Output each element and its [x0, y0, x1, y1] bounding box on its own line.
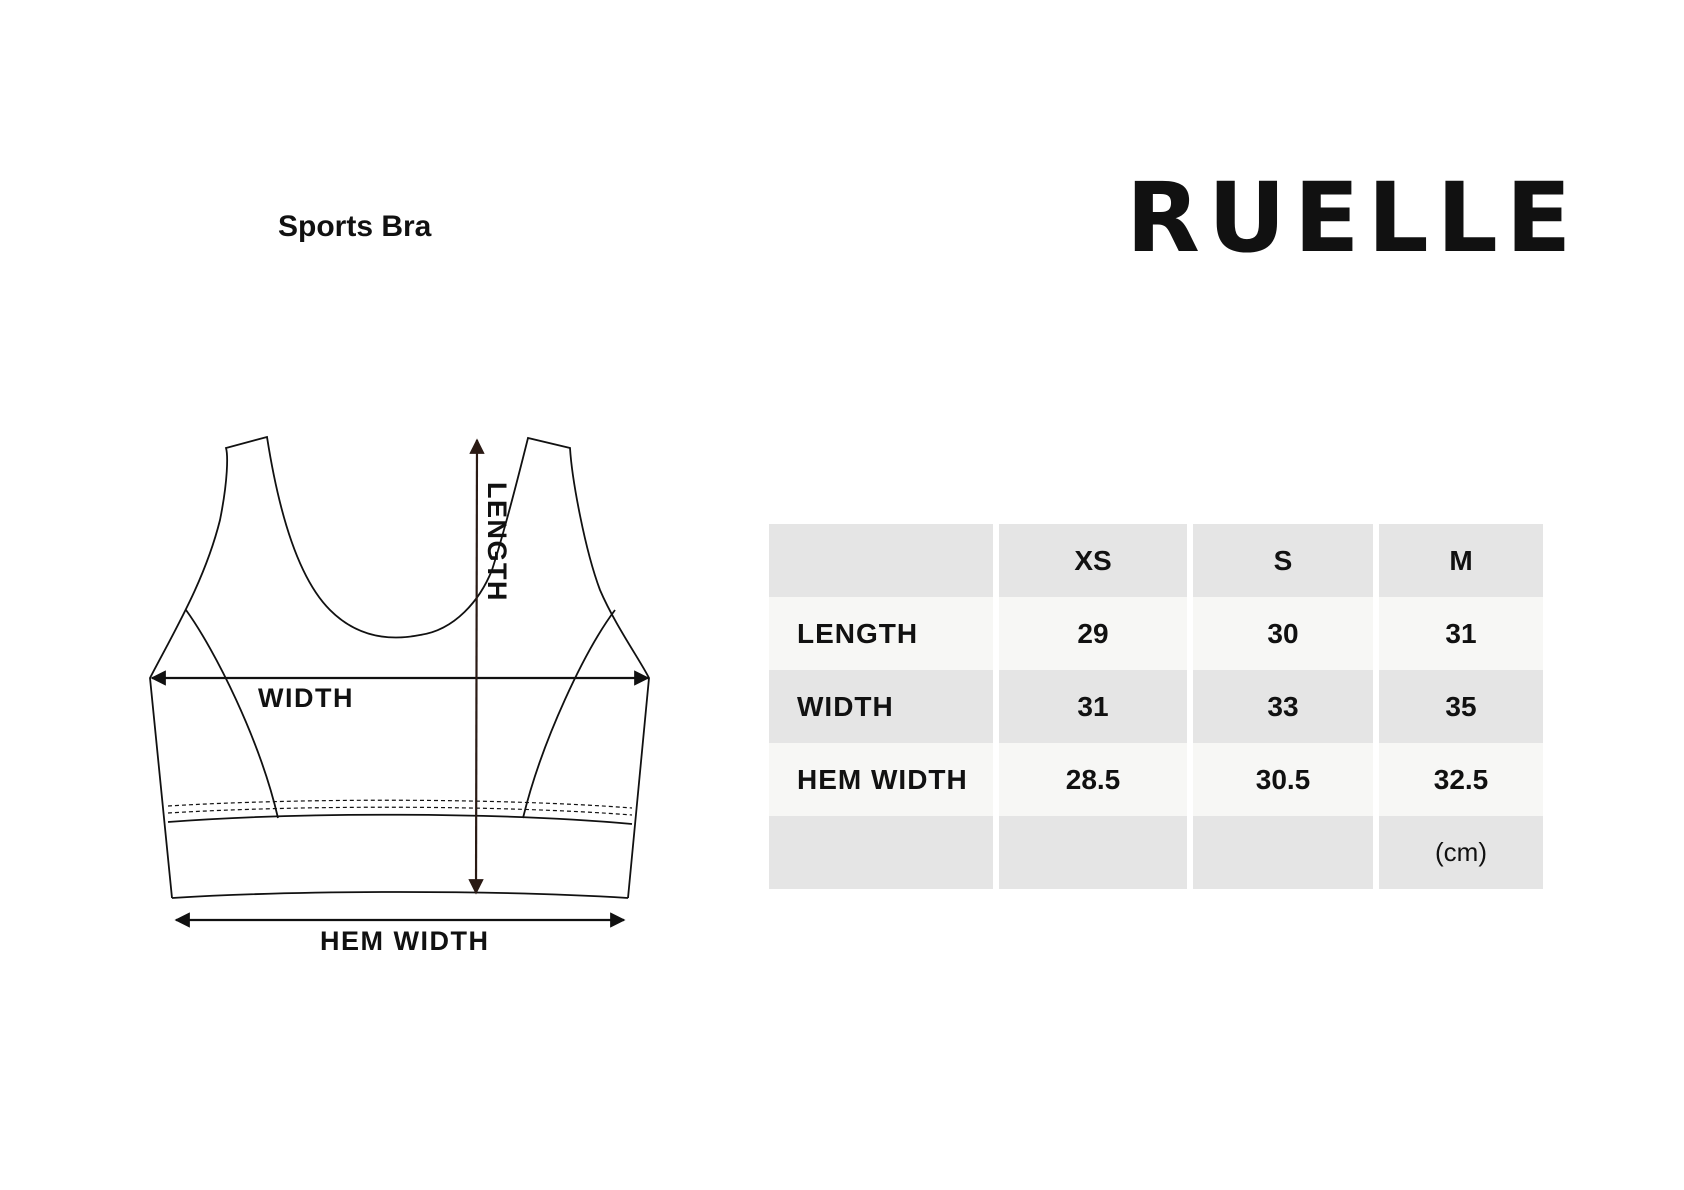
table-row-width: WIDTH 31 33 35 — [769, 670, 1543, 743]
row-label: WIDTH — [769, 670, 999, 743]
table-cell-empty — [999, 816, 1193, 889]
table-cell-empty — [769, 816, 999, 889]
unit-label: (cm) — [1379, 816, 1543, 889]
size-chart-table: XS S M LENGTH 29 30 31 WIDTH 31 33 35 HE… — [769, 524, 1543, 889]
header-cell-m: M — [1379, 524, 1543, 597]
header-cell-s: S — [1193, 524, 1379, 597]
table-header-row: XS S M — [769, 524, 1543, 597]
length-arrow — [468, 438, 485, 895]
table-cell: 35 — [1379, 670, 1543, 743]
product-title: Sports Bra — [278, 210, 432, 243]
header-cell-empty — [769, 524, 999, 597]
table-cell: 32.5 — [1379, 743, 1543, 816]
table-cell: 29 — [999, 597, 1193, 670]
sports-bra-outline — [149, 435, 650, 899]
row-label: HEM WIDTH — [769, 743, 999, 816]
width-label: WIDTH — [258, 683, 354, 713]
table-cell: 30.5 — [1193, 743, 1379, 816]
table-cell-empty — [1193, 816, 1379, 889]
table-cell: 31 — [1379, 597, 1543, 670]
hem-width-label: HEM WIDTH — [320, 926, 489, 956]
table-row-hem-width: HEM WIDTH 28.5 30.5 32.5 — [769, 743, 1543, 816]
table-row-length: LENGTH 29 30 31 — [769, 597, 1543, 670]
row-label: LENGTH — [769, 597, 999, 670]
header-cell-xs: XS — [999, 524, 1193, 597]
brand-logo: RUELLE — [1126, 162, 1580, 274]
table-cell: 33 — [1193, 670, 1379, 743]
length-label: LENGTH — [482, 482, 512, 602]
table-cell: 30 — [1193, 597, 1379, 670]
table-cell: 31 — [999, 670, 1193, 743]
table-cell: 28.5 — [999, 743, 1193, 816]
table-unit-row: (cm) — [769, 816, 1543, 889]
